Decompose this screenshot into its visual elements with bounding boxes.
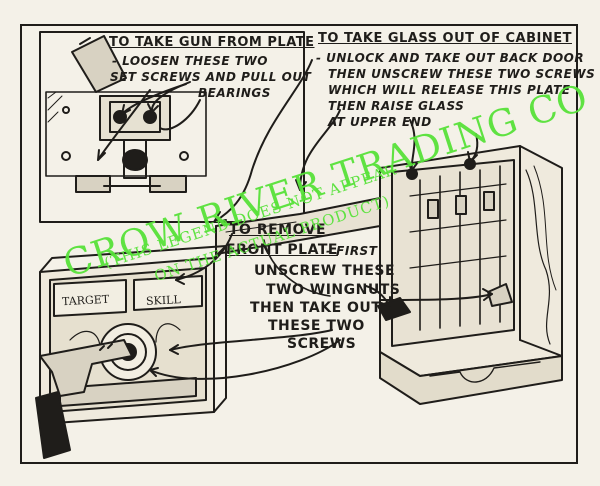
- front-plate-line-5: SCREWS: [287, 336, 357, 352]
- front-plate-heading-1: TO REMOVE: [229, 222, 327, 238]
- front-plate-line-3: THEN TAKE OUT: [250, 300, 382, 316]
- skill-panel-label: SKILL: [145, 293, 182, 308]
- glass-section-line-4: THEN RAISE GLASS: [328, 99, 465, 113]
- front-plate-heading-2: FRONT PLATE: [226, 242, 338, 258]
- glass-section-line-3: WHICH WILL RELEASE THIS PLATE: [328, 83, 571, 97]
- front-plate-line-1: UNSCREW THESE: [254, 263, 396, 279]
- gun-section-line-2: SET SCREWS AND PULL OUT: [110, 70, 312, 84]
- glass-section-line-5: AT UPPER END: [328, 115, 432, 129]
- gun-section-heading: TO TAKE GUN FROM PLATE: [109, 35, 315, 50]
- gun-section-line-1: - LOOSEN THESE TWO: [112, 54, 268, 68]
- target-panel-label: TARGET: [61, 292, 110, 309]
- gun-section-line-3: BEARINGS: [198, 86, 271, 100]
- sheet-border: [20, 24, 578, 464]
- front-plate-line-2: TWO WINGNUTS: [266, 282, 401, 298]
- glass-section-line-2: THEN UNSCREW THESE TWO SCREWS: [328, 67, 596, 81]
- glass-section-heading: TO TAKE GLASS OUT OF CABINET: [318, 31, 572, 46]
- front-plate-line-4: THESE TWO: [268, 318, 365, 334]
- front-plate-heading-suffix: - FIRST: [326, 244, 378, 258]
- glass-section-line-1: - UNLOCK AND TAKE OUT BACK DOOR: [316, 51, 585, 65]
